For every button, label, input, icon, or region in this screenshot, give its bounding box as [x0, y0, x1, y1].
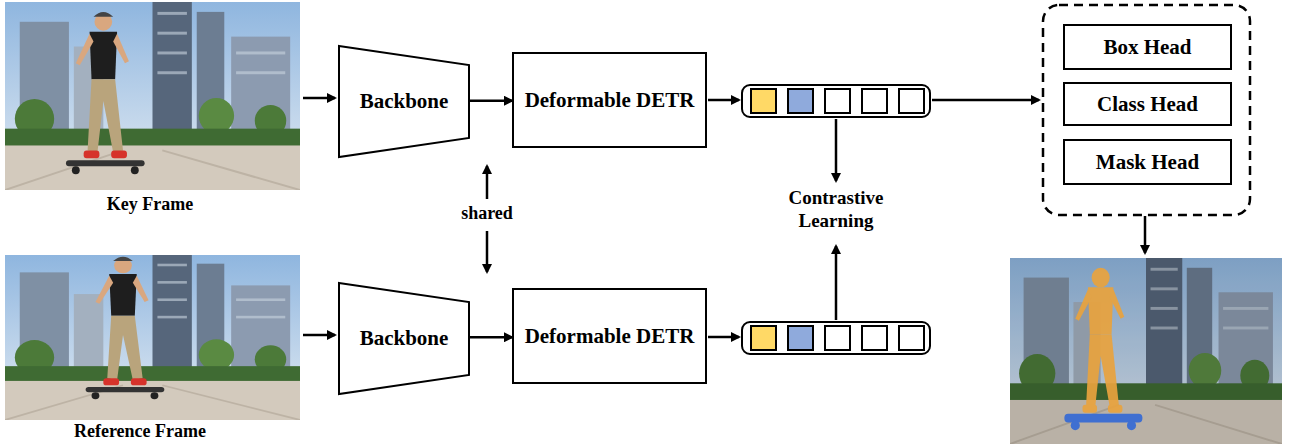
node-text: Class Head: [1097, 92, 1198, 116]
node-text: Deformable DETR: [525, 324, 695, 348]
flow-arrow: [470, 336, 512, 339]
frame-caption: Reference Frame: [30, 421, 250, 443]
head-box: Class Head: [1063, 82, 1232, 126]
text-stack: Deformable DETR: [525, 88, 695, 112]
text-stack: Backbone: [360, 326, 449, 350]
key-frame-photo: [5, 2, 300, 190]
reference-frame-photo: [5, 255, 300, 420]
text-stack: Backbone: [360, 89, 449, 113]
segmentation-output-photo: [1010, 258, 1282, 444]
query-strip: [742, 85, 930, 117]
detr-box: Deformable DETR: [512, 288, 707, 384]
query-strip: [742, 322, 930, 354]
text-stack: Mask Head: [1096, 150, 1199, 174]
flow-arrow: [470, 100, 512, 103]
backbone-block: Backbone: [338, 45, 470, 158]
text-stack: Box Head: [1103, 35, 1191, 59]
frame-caption: Key Frame: [50, 194, 250, 216]
backbone-block: Backbone: [338, 282, 470, 395]
shared-note: shared: [452, 203, 522, 225]
text-stack: Class Head: [1097, 92, 1198, 116]
node-text: Deformable DETR: [525, 88, 695, 112]
node-text: Box Head: [1103, 35, 1191, 59]
detr-box: Deformable DETR: [512, 52, 707, 148]
text-stack: Deformable DETR: [525, 324, 695, 348]
node-text: Mask Head: [1096, 150, 1199, 174]
head-box: Mask Head: [1063, 139, 1232, 185]
loss-label: Contrastive Learning: [771, 186, 901, 232]
head-box: Box Head: [1063, 24, 1232, 70]
head-group-outline: [1043, 5, 1250, 215]
node-text: Backbone: [360, 326, 449, 350]
node-text: Backbone: [360, 89, 449, 113]
